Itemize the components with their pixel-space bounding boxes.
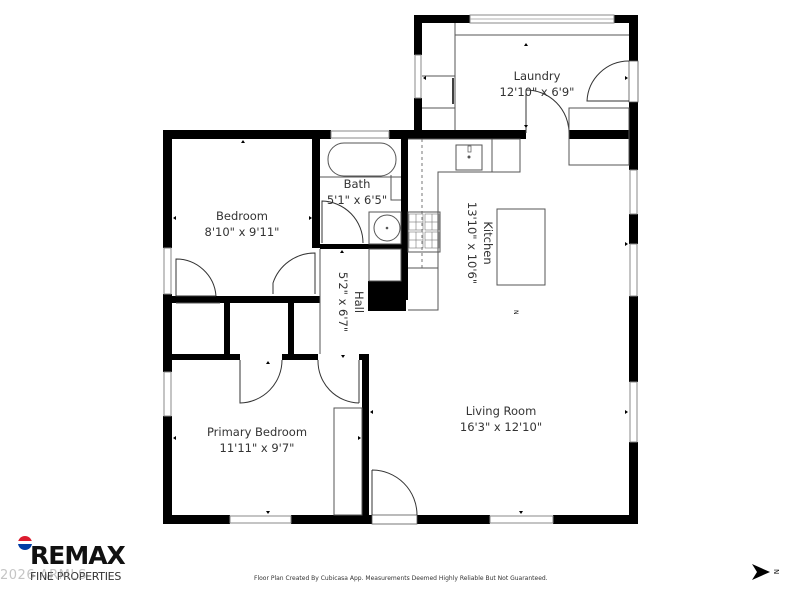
room-dims-laundry: 12'10" x 6'9" <box>500 85 575 99</box>
window-primary-bottom <box>229 515 292 524</box>
compass-inline-label: N <box>512 310 519 315</box>
remax-balloon-icon <box>18 536 32 550</box>
windows <box>163 14 638 524</box>
fixtures <box>176 23 630 516</box>
footer-disclaimer: Floor Plan Created By Cubicasa App. Meas… <box>254 575 548 582</box>
window-living-right-2 <box>629 381 638 443</box>
wall-laundry-bottom-left <box>414 130 526 139</box>
wall-bottom-4 <box>553 515 638 524</box>
wall-right-seg3 <box>629 442 638 524</box>
wall-laundry-right-upper <box>629 15 638 61</box>
window-bedroom-left <box>163 247 172 295</box>
brand-logo: REMAX <box>30 541 126 570</box>
room-dims-living-room: 16'3" x 12'10" <box>460 420 542 434</box>
wall-bottom-1 <box>163 515 230 524</box>
window-living-bottom <box>489 515 554 524</box>
bath-vanity <box>368 211 402 245</box>
door-laundry-kitchen-swing <box>525 89 570 134</box>
window-kitchen-right <box>629 169 638 215</box>
wall-laundry-left-lower <box>414 98 422 138</box>
room-dims-kitchen: 13'10" x 10'6" <box>465 202 479 284</box>
room-name-primary-bedroom: Primary Bedroom <box>207 425 307 439</box>
laundry-cabinet <box>568 107 630 166</box>
kitchen-counter <box>408 138 521 311</box>
wall-right-seg1 <box>629 214 638 244</box>
wall-closet-2 <box>288 300 294 360</box>
wall-left-mid <box>163 294 172 372</box>
door-laundry-exterior-swing <box>586 60 630 102</box>
wall-bath-right <box>401 130 408 300</box>
room-dims-bedroom: 8'10" x 9'11" <box>205 225 280 239</box>
room-labels: Laundry 12'10" x 6'9" Bedroom 8'10" x 9'… <box>205 69 575 455</box>
door-bedroom-hall-swing <box>272 252 316 294</box>
doors <box>175 60 639 525</box>
room-name-laundry: Laundry <box>514 69 561 83</box>
wall-laundry-bottom-right <box>569 130 638 139</box>
room-dims-primary-bedroom: 11'11" x 9'7" <box>220 441 295 455</box>
room-dims-hall: 5'2" x 6'7" <box>336 272 350 332</box>
bathtub <box>327 142 397 177</box>
room-name-bath: Bath <box>344 177 371 191</box>
window-living-right-1 <box>629 243 638 297</box>
wall-right-seg2 <box>629 296 638 382</box>
wall-top-left <box>163 130 331 139</box>
wall-bottom-3 <box>417 515 490 524</box>
wall-primary-right <box>362 354 369 524</box>
room-name-bedroom: Bedroom <box>216 209 268 223</box>
door-front <box>371 514 418 525</box>
door-front-swing <box>371 469 418 516</box>
watermark: 2026 ARMLS <box>0 568 87 583</box>
north-label: N <box>772 569 780 574</box>
room-name-living-room: Living Room <box>466 404 537 418</box>
wall-left-lower <box>163 416 172 524</box>
door-primary-hall-swing <box>317 359 360 404</box>
wall-bath-bottom <box>320 244 408 249</box>
door-laundry-exterior <box>628 60 639 103</box>
kitchen-island <box>496 208 546 286</box>
north-arrow-icon: N <box>752 564 780 580</box>
wall-laundry-left-upper <box>414 15 422 55</box>
room-name-hall: Hall <box>352 291 366 313</box>
door-bath-swing <box>321 200 364 244</box>
kitchen-sink <box>455 144 483 171</box>
hall-closet <box>368 248 402 282</box>
wall-closet-1 <box>224 300 230 360</box>
kitchen-stove <box>407 211 441 253</box>
window-primary-left <box>163 371 172 417</box>
wall-left-upper <box>163 130 172 248</box>
wall-laundry-top-left <box>414 15 470 23</box>
hall-block <box>368 281 406 311</box>
window-laundry-left <box>414 54 422 99</box>
wall-bedroom-bottom <box>163 296 320 303</box>
bath-sink <box>373 214 401 242</box>
wall-bottom-2 <box>291 515 372 524</box>
room-dims-bath: 5'1" x 6'5" <box>327 193 387 207</box>
wall-laundry-top-right <box>614 15 638 23</box>
door-bedroom-closet-swing <box>175 258 217 297</box>
wall-bedroom-bath <box>312 130 320 248</box>
walls <box>163 15 638 524</box>
wall-primary-top-1 <box>163 354 240 360</box>
door-primary-closet-swing <box>239 359 283 404</box>
dimension-ticks <box>173 43 628 514</box>
room-name-kitchen: Kitchen <box>481 221 495 264</box>
window-bath-top <box>330 130 390 139</box>
primary-wardrobe <box>333 407 363 516</box>
wall-primary-top-2 <box>282 354 318 360</box>
brand-tagline: FINE PROPERTIES <box>30 570 122 583</box>
